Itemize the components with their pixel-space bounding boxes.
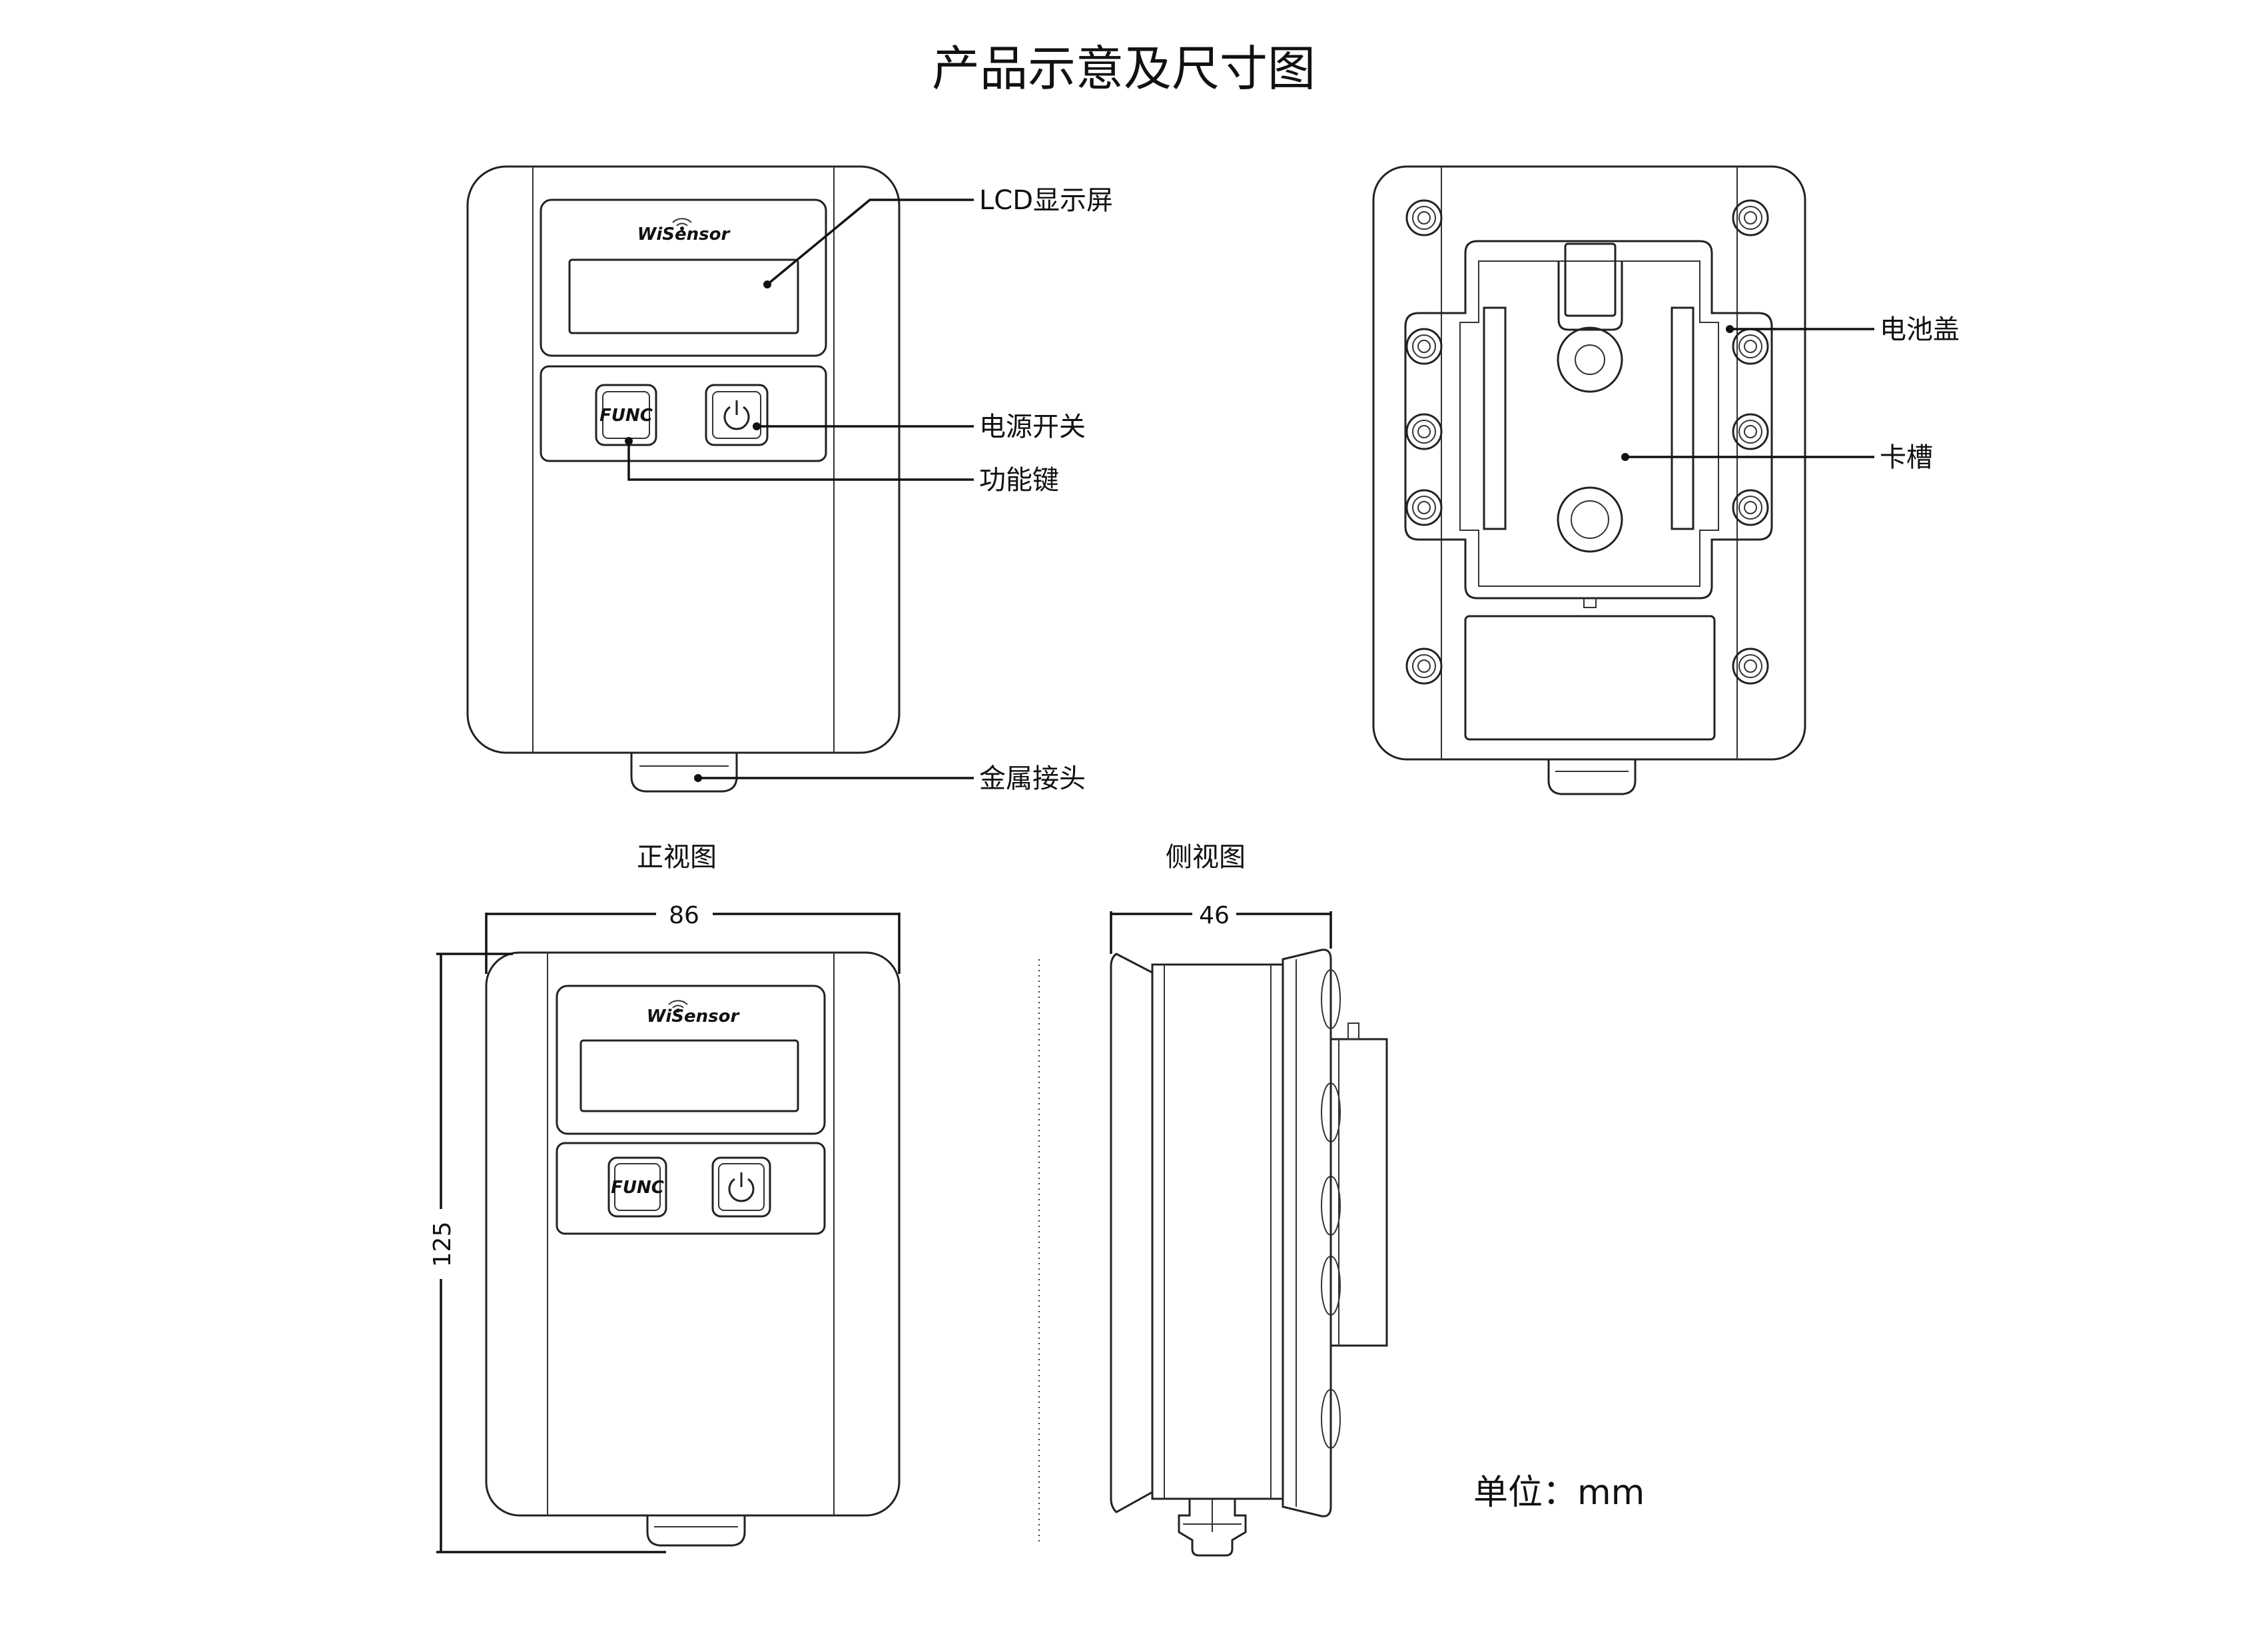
slot-right bbox=[1671, 306, 1694, 530]
back-housing bbox=[1372, 165, 1806, 761]
front-view: WiSensor FUNC LCD显示屏 电源 bbox=[466, 165, 1113, 794]
power-icon bbox=[728, 1172, 755, 1202]
side-view: 46 bbox=[1038, 902, 1388, 1557]
wifi-icon bbox=[672, 218, 692, 230]
side-front-cover bbox=[1110, 953, 1154, 1513]
side-body bbox=[1151, 963, 1284, 1500]
lcd-panel bbox=[540, 199, 827, 357]
power-button[interactable] bbox=[705, 384, 769, 446]
front-housing bbox=[466, 165, 901, 754]
func-button-label: FUNC bbox=[599, 406, 653, 426]
func-button[interactable]: FUNC bbox=[595, 384, 657, 446]
power-icon bbox=[723, 400, 750, 430]
callout-lcd: LCD显示屏 bbox=[979, 185, 1113, 216]
lcd-screen bbox=[568, 258, 799, 334]
caption-side-view: 侧视图 bbox=[1166, 842, 1246, 873]
dimension-depth: 46 bbox=[1199, 902, 1230, 929]
callout-battery-cover: 电池盖 bbox=[1880, 314, 1960, 345]
dimensioned-front-view: WiSensor FUNC 86 1 bbox=[429, 902, 901, 1553]
metal-connector bbox=[630, 753, 738, 793]
label-area bbox=[1464, 615, 1716, 741]
wifi-icon bbox=[668, 1000, 688, 1013]
brand-logo: WiSensor bbox=[647, 1007, 741, 1027]
brand-logo: WiSensor bbox=[637, 224, 731, 244]
metal-connector bbox=[646, 1515, 746, 1547]
unit-note: 单位：mm bbox=[1473, 1473, 1645, 1513]
power-button[interactable] bbox=[711, 1156, 771, 1218]
callout-connector: 金属接头 bbox=[979, 763, 1086, 794]
slot-hole-bottom bbox=[1557, 486, 1623, 553]
func-button[interactable]: FUNC bbox=[607, 1156, 667, 1218]
cable-gland bbox=[1178, 1499, 1247, 1557]
back-view: 电池盖 卡槽 bbox=[1372, 165, 1960, 795]
page-title: 产品示意及尺寸图 bbox=[932, 41, 1315, 97]
battery-cover-inner bbox=[1459, 260, 1719, 587]
callout-power: 电源开关 bbox=[979, 412, 1086, 442]
slot-hole-top bbox=[1557, 326, 1623, 393]
dimension-width: 86 bbox=[669, 902, 699, 929]
battery-cover-outline bbox=[1404, 240, 1773, 600]
dim-front-housing bbox=[485, 951, 901, 1517]
side-back-plate bbox=[1282, 949, 1332, 1517]
callout-slot: 卡槽 bbox=[1880, 442, 1933, 473]
callout-func: 功能键 bbox=[979, 465, 1059, 496]
dimension-height: 125 bbox=[429, 1222, 456, 1268]
slot-left bbox=[1483, 306, 1507, 530]
func-button-label: FUNC bbox=[611, 1178, 664, 1198]
caption-front-view: 正视图 bbox=[637, 842, 717, 873]
button-panel bbox=[540, 365, 827, 462]
back-connector bbox=[1547, 759, 1637, 795]
